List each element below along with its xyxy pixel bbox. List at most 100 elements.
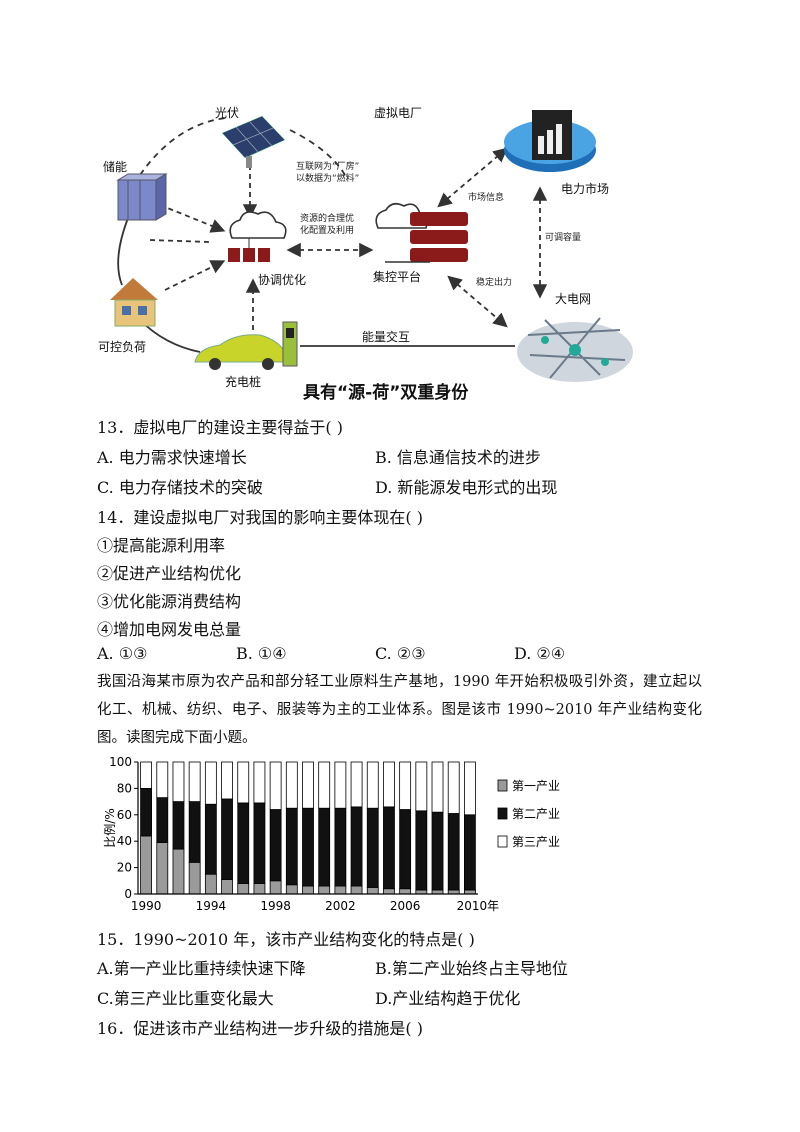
y-tick-label: 20 — [117, 861, 132, 875]
y-tick-label: 100 — [109, 755, 132, 769]
bar-segment — [285, 761, 298, 809]
bar-segment — [399, 888, 412, 895]
bar-segment — [237, 883, 250, 895]
diagram-caption: 具有“源-荷”双重身份 — [303, 383, 469, 403]
bar-segment — [156, 797, 169, 843]
q14-item-4: ④增加电网发电总量 — [97, 620, 242, 639]
bar-segment — [463, 761, 476, 816]
bar-segment — [221, 798, 233, 880]
bar-segment — [221, 761, 233, 800]
electric-car-icon — [194, 334, 289, 370]
platform-label: 集控平台 — [373, 270, 422, 284]
bar-segment — [188, 761, 201, 802]
control-platform-icon — [375, 202, 468, 263]
bar-segment — [172, 848, 185, 895]
bar-segment — [366, 761, 379, 809]
q13-option-c[interactable]: C. 电力存储技术的突破 — [97, 478, 263, 497]
bar-segment — [415, 810, 428, 891]
stable-output-note: 稳定出力 — [476, 278, 513, 288]
q16-stem: 16．促进该市产业结构进一步升级的措施是( ) — [97, 1019, 423, 1038]
bar-segment — [383, 761, 395, 808]
bar-segment — [204, 873, 217, 895]
virtual-power-plant-diagram: 虚拟电厂 光伏 储能 协调优化 集控平台 电力市场 大电网 可控负荷 充电桩 互… — [0, 0, 800, 410]
q14-option-a[interactable]: A. ①③ — [97, 644, 148, 663]
diagram-title: 虚拟电厂 — [374, 106, 423, 120]
y-tick-label: 40 — [117, 834, 132, 848]
bar-segment — [302, 807, 314, 887]
bar-segment — [253, 761, 266, 804]
bar-segment — [399, 761, 412, 810]
y-axis-label: 比例/% — [103, 808, 117, 847]
bar-segment — [447, 813, 460, 891]
bar-segment — [447, 761, 460, 814]
x-tick-label: 2010年 — [457, 899, 500, 913]
q15-option-a[interactable]: A.第一产业比重持续快速下降 — [97, 959, 306, 978]
adjustable-note: 可调容量 — [545, 233, 582, 243]
q13-option-a[interactable]: A. 电力需求快速增长 — [97, 448, 247, 467]
bar-segment — [350, 761, 363, 808]
internet-note-1: 互联网为“厂房” — [296, 162, 360, 172]
q15-option-c[interactable]: C.第三产业比重变化最大 — [97, 989, 274, 1008]
bar-segment — [269, 880, 282, 895]
bar-segment — [431, 761, 444, 813]
house-load-icon — [110, 278, 158, 327]
power-grid-icon — [517, 317, 633, 382]
x-tick-label: 1990 — [131, 899, 162, 913]
bar-segment — [172, 801, 185, 850]
bar-segment — [253, 883, 266, 895]
resource-note-2: 化配置及利用 — [300, 226, 355, 236]
bar-segment — [334, 761, 347, 809]
outer-dashed-arc — [139, 117, 226, 176]
q14-item-1: ①提高能源利用率 — [97, 536, 226, 555]
legend-swatch — [497, 779, 508, 792]
q13-option-d[interactable]: D. 新能源发电形式的出现 — [375, 478, 558, 497]
bar-segment — [253, 802, 266, 884]
y-tick-label: 80 — [117, 781, 132, 795]
x-tick-label: 1998 — [260, 899, 291, 913]
bar-segment — [269, 809, 282, 882]
q14-item-3: ③优化能源消费结构 — [97, 592, 242, 611]
bar-segment — [285, 884, 298, 895]
market-label: 电力市场 — [561, 182, 610, 196]
bar-segment — [156, 842, 169, 895]
bar-segment — [383, 806, 395, 890]
q14-option-c[interactable]: C. ②③ — [375, 644, 426, 663]
market-info-note: 市场信息 — [468, 193, 505, 203]
bar-segment — [188, 861, 201, 895]
bar-segment — [350, 885, 363, 895]
electricity-market-icon — [504, 110, 596, 172]
bar-segment — [188, 801, 201, 863]
q15-option-b[interactable]: B.第二产业始终占主导地位 — [375, 959, 568, 978]
bar-segment — [140, 835, 153, 895]
internet-note-2: 以数据为“燃料” — [296, 174, 360, 184]
bar-segment — [318, 885, 331, 895]
x-tick-label: 1994 — [196, 899, 227, 913]
legend-label: 第一产业 — [512, 779, 560, 793]
resource-note-1: 资源的合理优 — [300, 214, 355, 224]
q15-stem: 15．1990~2010 年，该市产业结构变化的特点是( ) — [97, 930, 475, 949]
bar-segment — [302, 885, 314, 895]
bar-segment — [366, 886, 379, 895]
reading-passage: 我国沿海某市原为农产品和部分轻工业原料生产基地，1990 年开始积极吸引外资，建… — [97, 674, 702, 746]
bar-segment — [237, 802, 250, 884]
bar-segment — [269, 761, 282, 810]
q14-stem: 14．建设虚拟电厂对我国的影响主要体现在( ) — [97, 508, 423, 527]
bar-segment — [415, 761, 428, 812]
bar-segment — [221, 879, 233, 895]
q14-option-b[interactable]: B. ①④ — [236, 644, 287, 663]
bar-segment — [237, 761, 250, 804]
bar-segment — [383, 888, 395, 895]
q13-option-b[interactable]: B. 信息通信技术的进步 — [375, 448, 541, 467]
pv-label: 光伏 — [215, 106, 240, 120]
q14-option-d[interactable]: D. ②④ — [514, 644, 566, 663]
bar-segment — [140, 761, 153, 789]
bar-segment — [204, 803, 217, 875]
bar-segment — [318, 761, 331, 809]
bar-segment — [366, 807, 379, 888]
legend-swatch — [497, 807, 508, 820]
bar-segment — [350, 806, 363, 887]
legend-label: 第三产业 — [512, 835, 560, 849]
bar-segment — [334, 807, 347, 887]
q15-option-d[interactable]: D.产业结构趋于优化 — [375, 989, 521, 1008]
